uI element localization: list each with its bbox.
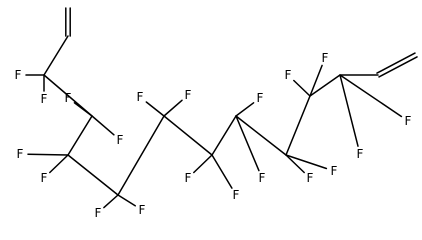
single-bond — [91, 115, 115, 136]
fluorine-atom-label: F — [233, 188, 240, 202]
bond-layer — [25, 7, 418, 209]
single-bond — [235, 115, 260, 172]
fluorine-atom-label: F — [65, 91, 72, 105]
single-bond — [285, 95, 311, 156]
single-bond — [67, 154, 119, 196]
single-bond — [339, 74, 403, 118]
fluorine-atom-label: F — [259, 171, 266, 185]
fluorine-atom-label: F — [95, 206, 102, 220]
fluorine-atom-label: F — [15, 68, 22, 82]
single-bond — [73, 102, 93, 117]
single-bond — [49, 154, 69, 174]
fluorine-atom-label: F — [117, 133, 124, 147]
single-bond — [211, 154, 233, 189]
single-bond — [235, 115, 287, 156]
single-bond — [163, 115, 213, 156]
fluorine-atom-label: F — [307, 171, 314, 185]
fluorine-atom-label: F — [285, 68, 292, 82]
single-bond — [193, 154, 213, 174]
fluorine-atom-label: F — [405, 114, 412, 128]
fluorine-atom-label: F — [185, 171, 192, 185]
fluorine-atom-label: F — [322, 51, 329, 65]
single-bond — [27, 153, 69, 156]
single-bond — [117, 194, 136, 207]
fluorine-atom-label: F — [331, 164, 338, 178]
fluorine-atom-label: F — [185, 88, 192, 102]
double-bond-line — [378, 56, 418, 78]
fluorine-atom-label: F — [17, 147, 24, 161]
single-bond — [285, 154, 305, 174]
double-bond-line — [376, 52, 416, 74]
atom-label-layer: F F F F F F F F F F F F F F F F F F F F — [15, 51, 412, 220]
single-bond — [309, 74, 341, 97]
single-bond — [145, 101, 165, 117]
fluorine-atom-label: F — [41, 171, 48, 185]
fluorine-atom-label: F — [137, 90, 144, 104]
molecule-structure: F F F F F F F F F F F F F F F F F F F F — [15, 7, 418, 220]
single-bond — [309, 64, 323, 97]
fluorine-atom-label: F — [357, 147, 364, 161]
single-bond — [339, 74, 359, 147]
single-bond — [67, 115, 93, 156]
fluorine-atom-label: F — [139, 203, 146, 217]
single-bond — [235, 102, 255, 117]
single-bond — [163, 99, 183, 117]
single-bond — [117, 115, 165, 196]
fluorine-atom-label: F — [257, 91, 264, 105]
fluorine-atom-label: F — [41, 92, 48, 106]
single-bond — [211, 115, 237, 156]
single-bond — [103, 194, 119, 209]
single-bond — [293, 79, 311, 97]
single-bond — [43, 35, 69, 76]
single-bond — [285, 154, 328, 170]
